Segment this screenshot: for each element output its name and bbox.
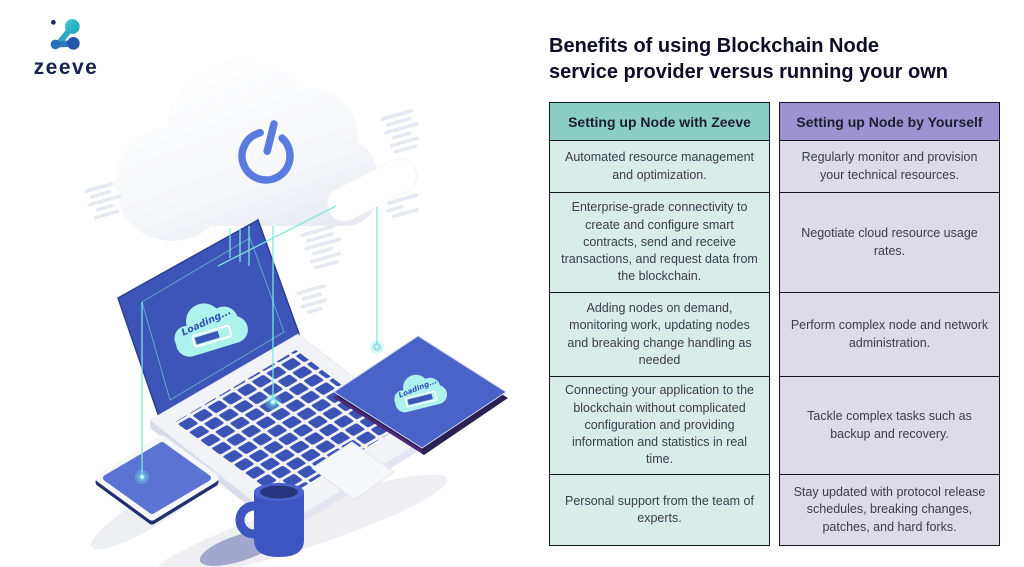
zeeve-logo: zeeve: [18, 16, 114, 78]
zeeve-logo-icon: [50, 19, 80, 50]
laptop-trackpad: [311, 441, 395, 501]
cloud-shape: [115, 57, 378, 241]
glow-dot: [265, 394, 281, 410]
page-title: Benefits of using Blockchain Node servic…: [549, 33, 1004, 85]
table-cell: Connecting your application to the block…: [550, 376, 769, 474]
tablet-loading-cloud-icon: Loading...: [389, 368, 450, 415]
table-cell: Regularly monitor and provision your tec…: [780, 140, 999, 192]
table-cell: Stay updated with protocol release sched…: [780, 474, 999, 545]
code-lines: [84, 109, 420, 314]
zeeve-column-header: Setting up Node with Zeeve: [550, 103, 769, 140]
table-cell: Tackle complex tasks such as backup and …: [780, 376, 999, 474]
connection-lines: [141, 205, 378, 475]
table-cell: Perform complex node and network adminis…: [780, 292, 999, 376]
glow-dot: [135, 470, 149, 484]
zeeve-column: Setting up Node with Zeeve Automated res…: [549, 102, 770, 546]
tablet-progress-bar: [404, 390, 438, 408]
power-icon: [238, 120, 294, 184]
page-title-line2: service provider versus running your own: [549, 61, 949, 83]
brand-wordmark: zeeve: [33, 56, 99, 79]
laptop-progress-bar: [191, 324, 233, 348]
tablet-progress-fill: [407, 393, 433, 406]
glow-dot: [370, 340, 384, 354]
table-cell: Adding nodes on demand, monitoring work,…: [550, 292, 769, 376]
tablet: Loading...: [333, 335, 508, 455]
yourself-column: Setting up Node by Yourself Regularly mo…: [779, 102, 1000, 546]
capsule-shape: [326, 158, 418, 222]
laptop-progress-fill: [194, 330, 220, 345]
yourself-column-header: Setting up Node by Yourself: [780, 103, 999, 140]
cloud-devices-illustration: Loading... Loading...: [84, 57, 508, 567]
table-cell: Enterprise-grade connectivity to create …: [550, 192, 769, 292]
comparison-table: Setting up Node with Zeeve Automated res…: [549, 102, 1004, 546]
coffee-mug: [199, 483, 304, 566]
page-title-line1: Benefits of using Blockchain Node: [549, 35, 880, 57]
table-cell: Personal support from the team of expert…: [550, 474, 769, 545]
table-cell: Negotiate cloud resource usage rates.: [780, 192, 999, 292]
benefits-panel: Benefits of using Blockchain Node servic…: [549, 33, 1004, 546]
phone-screen: [103, 442, 211, 514]
table-cell: Automated resource management and optimi…: [550, 140, 769, 192]
